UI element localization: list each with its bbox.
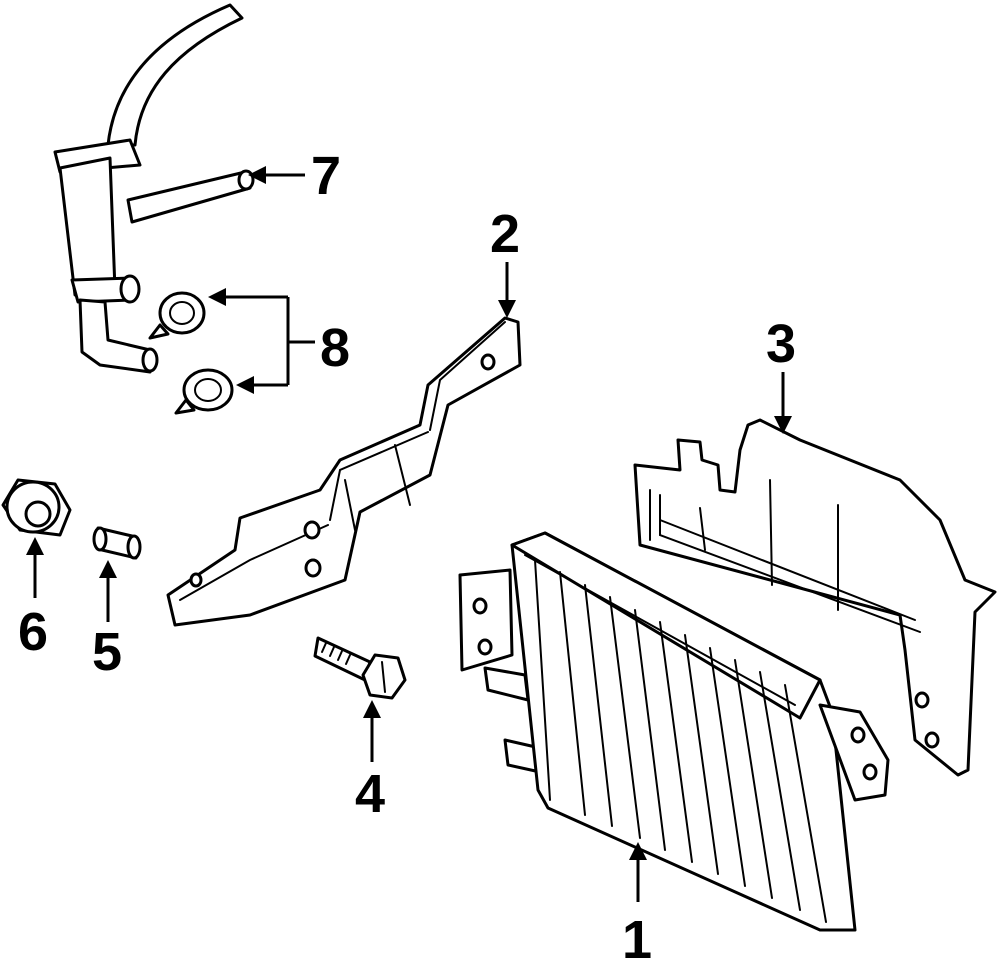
part-3-shield (633, 418, 997, 777)
callout-5: 5 (92, 622, 122, 682)
callout-8: 8 (320, 318, 350, 378)
callout-2: 2 (490, 204, 520, 264)
callout-3: 3 (766, 314, 796, 374)
arrowhead-2 (498, 300, 516, 318)
arrowhead-3 (774, 416, 792, 434)
part-2-bracket (166, 316, 522, 627)
arrowhead-1 (629, 842, 647, 860)
arrowhead-8a (208, 288, 226, 306)
part-5-sleeve (92, 526, 142, 560)
callout-6: 6 (18, 602, 48, 662)
part-1-oil-cooler (458, 531, 890, 932)
arrowhead-7 (248, 166, 266, 184)
callout-1: 1 (622, 910, 652, 970)
arrowhead-5 (99, 560, 117, 578)
arrowhead-4 (363, 700, 381, 718)
part-4-bolt (313, 636, 407, 700)
callout-7: 7 (311, 146, 341, 206)
arrowhead-8b (236, 376, 254, 394)
part-7-hose-assembly (53, 3, 255, 374)
part-8-hose-clamps (148, 291, 234, 415)
leader-lines (26, 166, 792, 902)
callout-4: 4 (355, 764, 385, 824)
part-6-grommet (1, 478, 72, 537)
arrowhead-6 (26, 537, 44, 555)
